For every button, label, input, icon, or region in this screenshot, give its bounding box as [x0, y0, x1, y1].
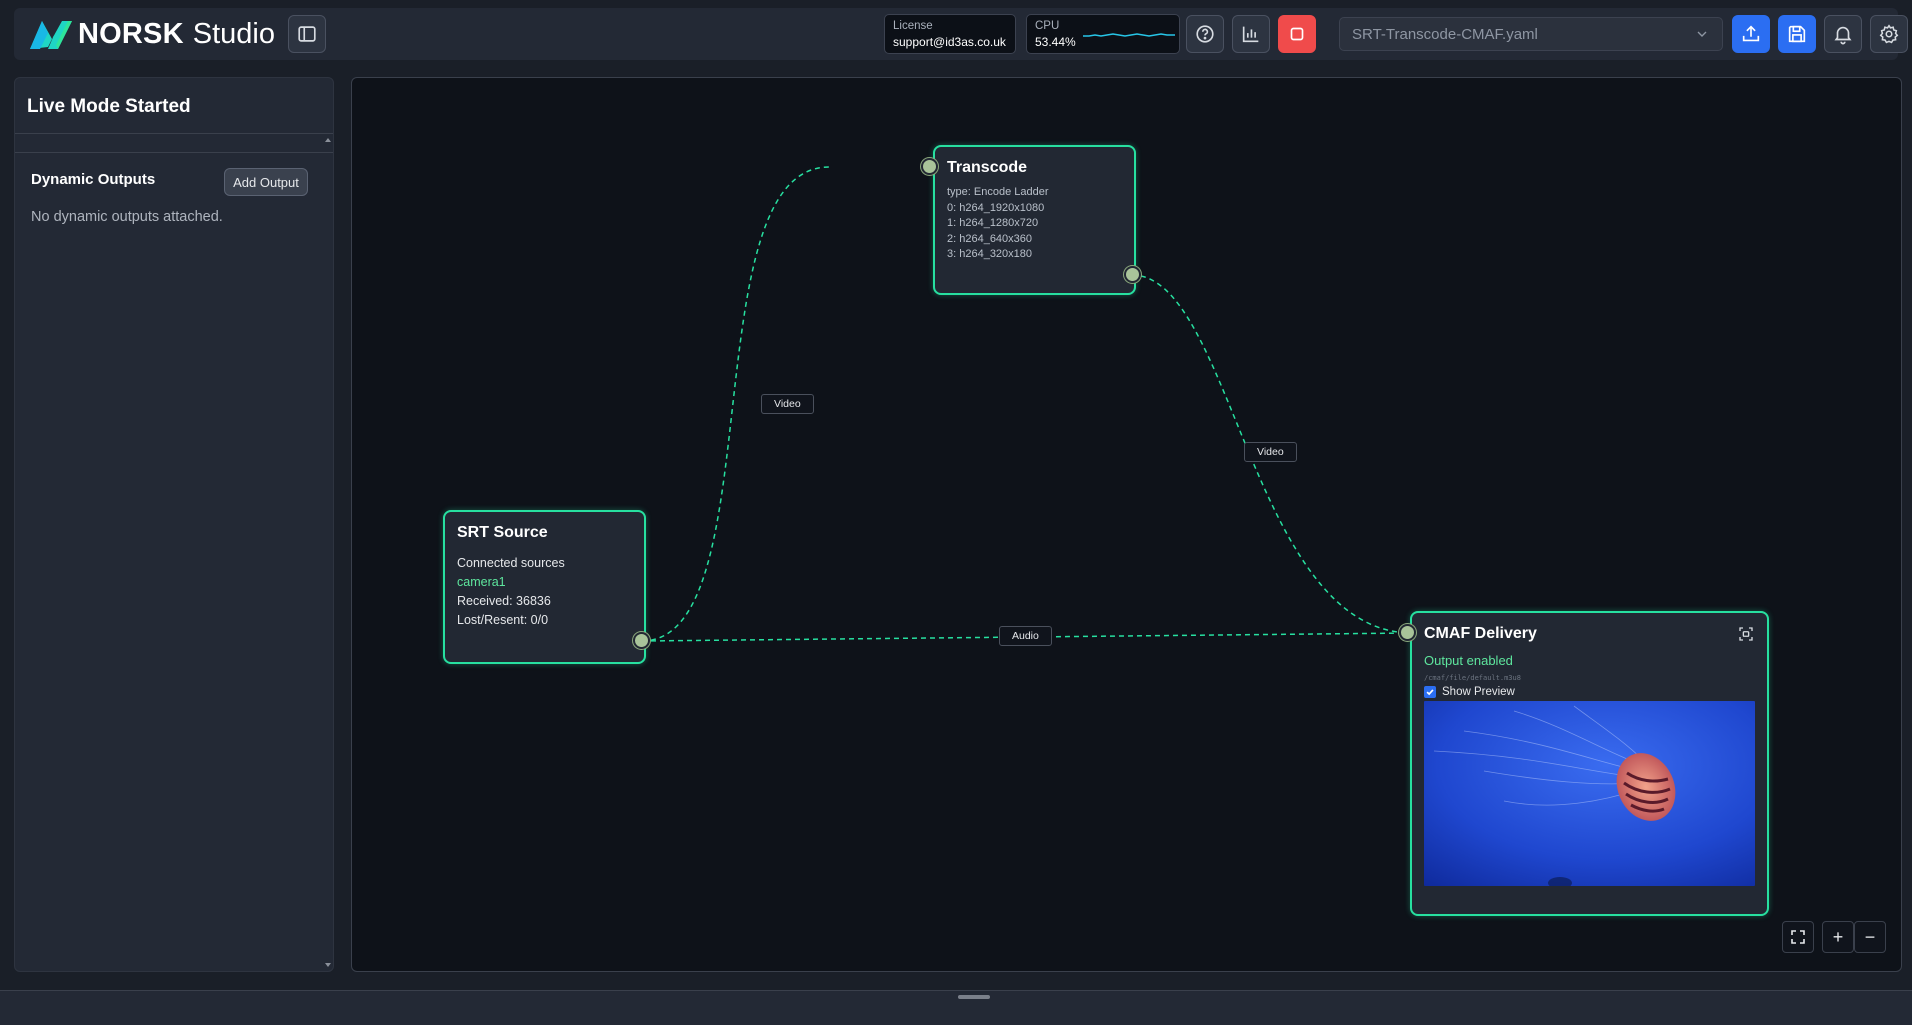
- save-icon: [1788, 25, 1806, 43]
- transcode-line: type: Encode Ladder: [947, 186, 1049, 198]
- node-transcode[interactable]: Transcode type: Encode Ladder 0: h264_19…: [933, 145, 1136, 295]
- transcode-line: 1: h264_1280x720: [947, 217, 1039, 229]
- srt-details: Connected sources camera1 Received: 3683…: [457, 554, 565, 630]
- brand-name: NORSK: [78, 17, 184, 50]
- fit-view-button[interactable]: [1782, 921, 1814, 953]
- license-box: License support@id3as.co.uk: [884, 14, 1016, 54]
- received-count: Received: 36836: [457, 594, 551, 608]
- srt-output-handle[interactable]: [633, 632, 650, 649]
- node-srt-source[interactable]: SRT Source Connected sources camera1 Rec…: [443, 510, 646, 664]
- license-value: support@id3as.co.uk: [893, 35, 1006, 49]
- live-mode-title: Live Mode Started: [27, 96, 191, 117]
- stats-icon: [1242, 26, 1259, 43]
- stop-button[interactable]: [1278, 15, 1316, 53]
- stop-icon: [1290, 27, 1304, 41]
- edge-audio-srt-cmaf[interactable]: [641, 632, 1413, 642]
- cpu-box: CPU 53.44%: [1026, 14, 1180, 54]
- edge-label-video[interactable]: Video: [761, 394, 814, 414]
- settings-button[interactable]: [1870, 15, 1908, 53]
- transcode-input-handle[interactable]: [921, 158, 938, 175]
- help-icon: [1196, 25, 1214, 43]
- node-cmaf-delivery[interactable]: CMAF Delivery Output enabled /cmaf/file/…: [1410, 611, 1769, 916]
- resize-grip-handle[interactable]: [958, 995, 990, 999]
- upload-icon: [1742, 25, 1760, 42]
- help-button[interactable]: [1186, 15, 1224, 53]
- sidebar-toggle-button[interactable]: [288, 15, 326, 53]
- edge-label-audio[interactable]: Audio: [999, 626, 1052, 646]
- norsk-logo-icon: [30, 21, 72, 49]
- bottom-panel: [0, 990, 1912, 1025]
- no-outputs-text: No dynamic outputs attached.: [31, 209, 223, 225]
- connected-sources-label: Connected sources: [457, 556, 565, 570]
- notifications-button[interactable]: [1824, 15, 1862, 53]
- show-preview-toggle[interactable]: Show Preview: [1424, 686, 1515, 698]
- transcode-details: type: Encode Ladder 0: h264_1920x1080 1:…: [947, 185, 1049, 263]
- flow-canvas[interactable]: Video Video Audio Transcode type: Encode…: [351, 77, 1902, 972]
- chevron-down-icon: [1697, 31, 1707, 37]
- sidebar-toggle-icon: [298, 26, 316, 42]
- config-file-name: SRT-Transcode-CMAF.yaml: [1352, 25, 1538, 43]
- show-preview-checkbox[interactable]: [1424, 686, 1436, 698]
- show-preview-label: Show Preview: [1442, 686, 1515, 698]
- top-header: NORSK Studio License support@id3as.co.uk…: [14, 8, 1908, 60]
- cpu-label: CPU: [1035, 20, 1060, 32]
- jellyfish-preview-image: [1424, 701, 1755, 886]
- edge-video-transcode-cmaf[interactable]: [1131, 274, 1413, 634]
- license-label: License: [893, 20, 933, 32]
- node-title: SRT Source: [457, 524, 548, 541]
- config-file-select[interactable]: SRT-Transcode-CMAF.yaml: [1339, 17, 1723, 51]
- cpu-sparkline: [1083, 33, 1175, 37]
- brand-suffix: Studio: [192, 17, 275, 50]
- brand-logo: NORSK Studio: [28, 16, 275, 52]
- gear-icon: [1879, 24, 1899, 44]
- transcode-line: 0: h264_1920x1080: [947, 201, 1045, 214]
- source-name: camera1: [457, 575, 506, 589]
- zoom-out-button[interactable]: −: [1854, 921, 1886, 953]
- dynamic-outputs-title: Dynamic Outputs: [31, 171, 156, 188]
- bell-icon: [1834, 26, 1852, 45]
- node-title: CMAF Delivery: [1424, 625, 1537, 642]
- screenshot-icon[interactable]: [1737, 625, 1755, 643]
- output-path[interactable]: /cmaf/file/default.m3u8: [1424, 674, 1521, 682]
- panel-divider: [15, 152, 333, 153]
- edge-layer: [641, 166, 1413, 642]
- left-panel: Live Mode Started Dynamic Outputs Add Ou…: [14, 77, 334, 972]
- upload-button[interactable]: [1732, 15, 1770, 53]
- save-button[interactable]: [1778, 15, 1816, 53]
- cmaf-input-handle[interactable]: [1399, 624, 1416, 641]
- transcode-output-handle[interactable]: [1124, 266, 1141, 283]
- check-icon: [1426, 689, 1434, 696]
- node-title: Transcode: [947, 159, 1028, 176]
- transcode-line: 3: h264_320x180: [947, 248, 1033, 260]
- video-preview[interactable]: [1424, 701, 1755, 886]
- panel-divider: [15, 133, 333, 134]
- add-output-button[interactable]: Add Output: [224, 168, 308, 196]
- zoom-in-button[interactable]: +: [1822, 921, 1854, 953]
- edge-video-srt-transcode[interactable]: [641, 166, 830, 642]
- lost-resent-count: Lost/Resent: 0/0: [457, 613, 549, 627]
- transcode-line: 2: h264_640x360: [947, 232, 1033, 245]
- edge-label-video[interactable]: Video: [1244, 442, 1297, 462]
- cpu-value: 53.44%: [1035, 35, 1076, 49]
- stats-button[interactable]: [1232, 15, 1270, 53]
- scroll-up-arrow[interactable]: [325, 138, 331, 142]
- scroll-down-arrow[interactable]: [325, 963, 331, 967]
- output-status: Output enabled: [1424, 653, 1513, 668]
- fullscreen-icon: [1791, 930, 1805, 944]
